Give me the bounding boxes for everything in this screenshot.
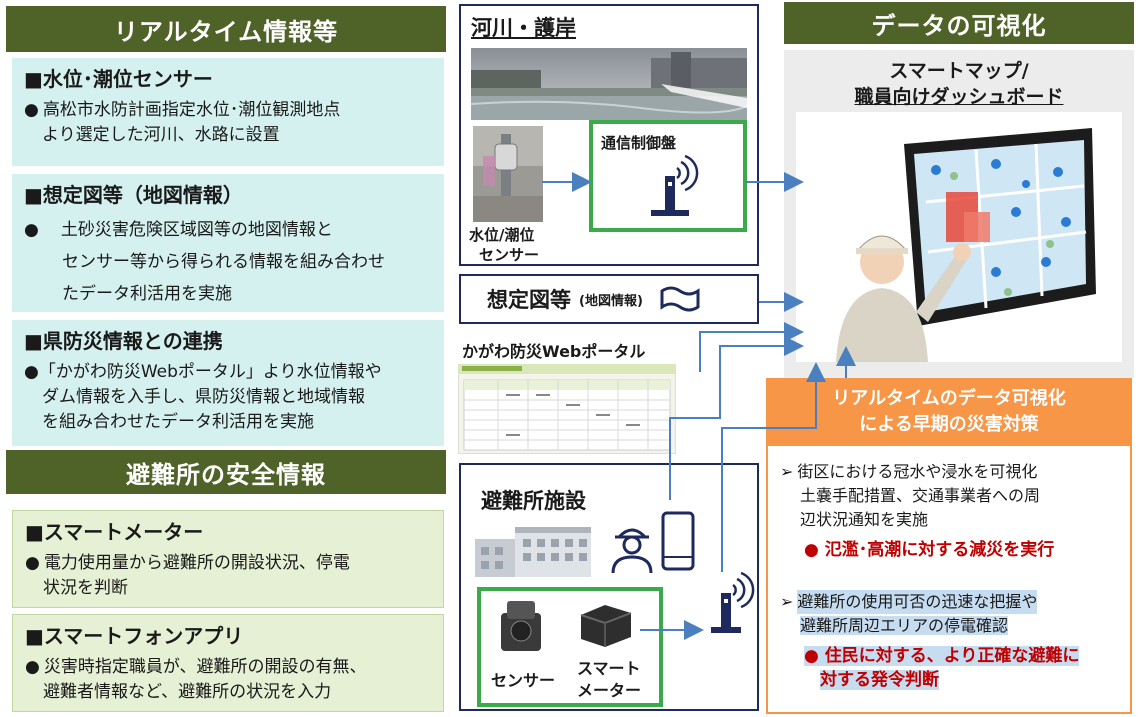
smartphone-icon: [661, 511, 695, 571]
shelter-title: 避難所施設: [481, 489, 586, 513]
map-info-card: ■想定図等（地図情報） ● 土砂災害危険区域図等の地図情報と センサー等から得ら…: [12, 174, 444, 312]
router-icon: [651, 154, 699, 216]
visualization-panel: スマートマップ/ 職員向けダッシュボード: [784, 50, 1134, 378]
smart-meter-icon: [580, 605, 632, 647]
water-sensor-title: ■水位･潮位センサー: [24, 67, 213, 91]
smartmap-title-1: スマートマップ/: [889, 60, 1029, 82]
comm-panel-box: 通信制御盤: [589, 120, 747, 232]
orange-title-1: リアルタイムのデータ可視化: [832, 388, 1066, 409]
building-icon: [475, 527, 591, 577]
measure-item-1: ➢ 街区における冠水や浸水を可視化 土嚢手配措置、交通事業者への周 辺状況通知を…: [780, 460, 1126, 562]
antenna-icon: [711, 571, 755, 633]
portal-screenshot: [458, 364, 676, 454]
realtime-header: リアルタイム情報等: [6, 6, 446, 52]
comm-panel-label: 通信制御盤: [601, 134, 677, 152]
measure-1-line-3: 辺状況通知を実施: [800, 510, 929, 529]
shelter-box: 避難所施設: [459, 463, 759, 711]
smart-meter-title: ■スマートメーター: [25, 520, 204, 544]
sensor-word: センサー: [491, 671, 556, 690]
sensor-label-2: センサー: [479, 246, 540, 264]
smartphone-app-title: ■スマートフォンアプリ: [25, 624, 244, 648]
river-title: 河川・護岸: [471, 16, 576, 40]
smartphone-app-card: ■スマートフォンアプリ ● 災害時指定職員が、避難所の開設の有無、 避難者情報な…: [12, 614, 444, 712]
water-sensor-card: ■水位･潮位センサー ● 高松市水防計画指定水位･潮位観測地点 より選定した河川…: [12, 58, 444, 166]
measure-1-line-1: 街区における冠水や浸水を可視化: [797, 462, 1038, 481]
water-sensor-text-1: 高松市水防計画指定水位･潮位観測地点: [42, 100, 341, 120]
river-photo: [471, 48, 747, 120]
map-info-box: 想定図等 (地図情報): [459, 274, 759, 324]
smart-meter-text-2: 状況を判断: [43, 578, 128, 598]
smartmap-title-2: 職員向けダッシュボード: [854, 86, 1064, 108]
water-sensor-text-2: より選定した河川、水路に設置: [42, 125, 280, 145]
portal-title: かがわ防災Webポータル: [462, 342, 646, 361]
measure-1-result: ● 氾濫･高潮に対する減災を実行: [804, 540, 1055, 560]
pref-disaster-text-2: ダム情報を入手し、県防災情報と地域情報: [42, 387, 365, 407]
smartphone-app-text-2: 避難者情報など、避難所の状況を入力: [43, 682, 332, 702]
pref-disaster-title: ■県防災情報との連携: [24, 329, 223, 353]
measures-box: ➢ 街区における冠水や浸水を可視化 土嚢手配措置、交通事業者への周 辺状況通知を…: [766, 444, 1132, 714]
map-info-text-3: たデータ利活用を実施: [62, 284, 232, 304]
measure-2-result-2: 対する発令判断: [820, 670, 939, 690]
pref-disaster-text-3: を組み合わせたデータ利活用を実施: [42, 412, 314, 432]
map-box-subtitle: (地図情報): [579, 293, 643, 309]
staff-icon: [611, 528, 653, 573]
map-box-title: 想定図等: [487, 288, 571, 312]
measure-2-line-1: 避難所の使用可否の迅速な把握や: [797, 590, 1038, 614]
device-box: センサー スマート メーター: [477, 587, 663, 707]
map-flag-icon: [660, 286, 700, 312]
shelter-header: 避難所の安全情報: [6, 450, 446, 494]
orange-title-box: リアルタイムのデータ可視化 による早期の災害対策: [766, 378, 1132, 444]
river-box: 河川・護岸 水位/潮位 センサー: [459, 4, 759, 266]
smart-meter-card: ■スマートメーター ● 電力使用量から避難所の開設状況、停電 状況を判断: [12, 510, 444, 608]
smart-meter-label-2: メーター: [577, 681, 642, 700]
pref-disaster-text-1: 「かがわ防災Webポータル」より水位情報や: [38, 362, 382, 382]
smartphone-app-text-1: 災害時指定職員が、避難所の開設の有無、: [43, 657, 367, 677]
dashboard-illustration: [796, 112, 1122, 362]
current-sensor-icon: [501, 601, 541, 651]
smart-meter-text-1: 電力使用量から避難所の開設状況、停電: [43, 553, 350, 573]
sensor-label-1: 水位/潮位: [469, 226, 535, 244]
measure-2-line-2: 避難所周辺エリアの停電確認: [800, 616, 1009, 635]
map-info-text-1: 土砂災害危険区域図等の地図情報と: [60, 220, 333, 240]
measure-2-result-1: ● 住民に対する、より正確な避難に: [804, 646, 1080, 666]
map-info-text-2: センサー等から得られる情報を組み合わせ: [62, 252, 385, 272]
map-info-title: ■想定図等（地図情報）: [24, 183, 243, 207]
orange-title-2: による早期の災害対策: [859, 414, 1039, 435]
visualization-header: データの可視化: [784, 2, 1134, 44]
measure-1-line-2: 土嚢手配措置、交通事業者への周: [800, 486, 1041, 505]
sensor-photo: [473, 126, 543, 222]
measure-item-2: ➢ 避難所の使用可否の迅速な把握や 避難所周辺エリアの停電確認 ● 住民に対する…: [780, 590, 1080, 690]
smart-meter-label-1: スマート: [577, 659, 641, 678]
pref-disaster-card: ■県防災情報との連携 ● 「かがわ防災Webポータル」より水位情報や ダム情報を…: [12, 320, 444, 446]
